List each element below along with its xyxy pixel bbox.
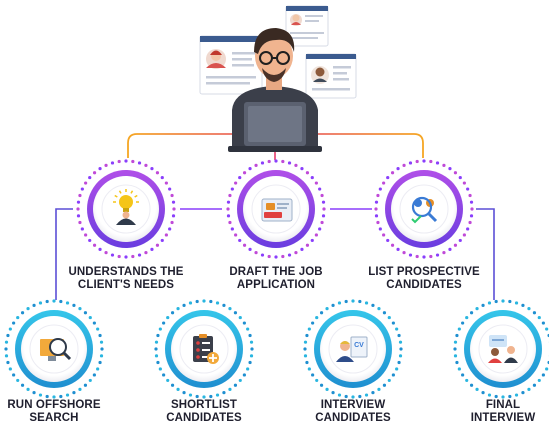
resume-card-right (306, 54, 356, 98)
step-node-understands (76, 159, 175, 258)
step-label-interview: INTERVIEW CANDIDATES (278, 399, 428, 425)
step-node-offshore (4, 299, 103, 398)
resume-card-left (200, 36, 262, 94)
step-label-shortlist: SHORTLIST CANDIDATES (129, 399, 279, 425)
step-label-list: LIST PROSPECTIVE CANDIDATES (349, 266, 499, 292)
step-label-final: FINAL INTERVIEW (428, 399, 549, 425)
step-node-draft (226, 159, 325, 258)
step-label-draft: DRAFT THE JOB APPLICATION (201, 266, 351, 292)
step-label-offshore: RUN OFFSHORE SEARCH (0, 399, 129, 425)
job-application-icon (262, 199, 292, 221)
recruiter-illustration (200, 6, 356, 152)
step-node-shortlist (154, 299, 253, 398)
step-node-final (453, 299, 549, 398)
step-node-list (374, 159, 473, 258)
step-node-interview: CV (303, 299, 402, 398)
svg-text:CV: CV (354, 342, 364, 349)
step-label-understands: UNDERSTANDS THE CLIENT'S NEEDS (51, 266, 201, 292)
